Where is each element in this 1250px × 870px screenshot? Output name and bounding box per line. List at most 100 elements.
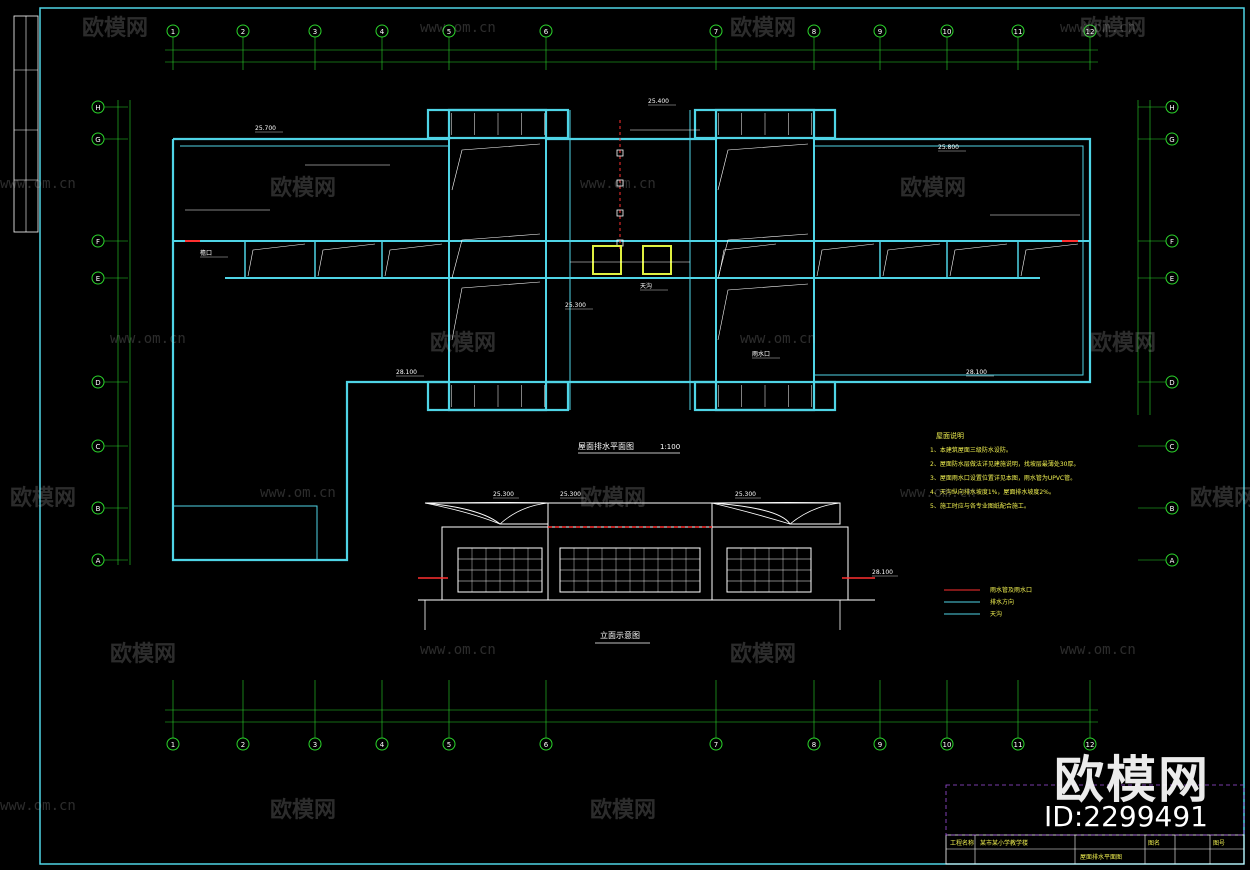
elevation-label: 25.300 xyxy=(560,491,581,498)
plan-label: 25.700 xyxy=(255,125,276,132)
watermark-logo: 欧模网 xyxy=(110,642,177,667)
slope-line xyxy=(717,143,809,191)
watermark-url: www.om.cn xyxy=(580,176,656,192)
watermark-logo: 欧模网 xyxy=(730,16,797,41)
axis-label: 2 xyxy=(241,741,245,749)
elevation-title: 立面示意图 xyxy=(600,630,640,640)
elev-roof xyxy=(424,502,549,525)
parapet xyxy=(814,145,1084,376)
watermark-url: www.om.cn xyxy=(1060,642,1136,658)
watermark-logo: 欧模网 xyxy=(900,176,967,201)
watermark-logo: 欧模网 xyxy=(270,798,337,823)
titleblock-label: 图号 xyxy=(1213,840,1225,847)
plan-label: 天沟 xyxy=(640,282,652,290)
watermark-url: www.om.cn xyxy=(0,798,76,814)
notes-block: 屋面说明 1、本建筑屋面三级防水设防。 2、屋面防水层做法详见建施说明，找坡层最薄处… xyxy=(930,431,1079,618)
watermark-url: www.om.cn xyxy=(420,642,496,658)
axis-label: 2 xyxy=(241,28,245,36)
roof-box xyxy=(426,380,570,412)
slope-line xyxy=(1020,243,1079,277)
watermark-url: www.om.cn xyxy=(110,331,186,347)
column-box xyxy=(642,245,672,275)
notes-title: 屋面说明 xyxy=(936,431,964,440)
watermark-url: www.om.cn xyxy=(420,20,496,36)
title-block: 工程名称某市某小学教学楼图名屋面排水平面图图号 xyxy=(945,784,1245,865)
watermark-id: ID:2299491 xyxy=(1044,800,1208,833)
axis-label: 11 xyxy=(1014,28,1023,36)
plan-label: 25.800 xyxy=(938,144,959,151)
axis-label: E xyxy=(96,275,100,283)
plan-title: 屋面排水平面图 xyxy=(578,441,634,451)
slope-line xyxy=(317,243,376,277)
roof-box xyxy=(693,108,837,140)
plan-label: 25.400 xyxy=(648,98,669,105)
axis-label: E xyxy=(1170,275,1174,283)
elev-roof-line xyxy=(424,502,841,504)
axis-label: 5 xyxy=(447,741,451,749)
roof-box xyxy=(693,380,837,412)
axis-label: D xyxy=(1169,379,1174,387)
axis-label: B xyxy=(1170,505,1175,513)
titleblock-value: 屋面排水平面图 xyxy=(1080,853,1122,861)
slope-line xyxy=(882,243,941,277)
titleblock-label: 图名 xyxy=(1148,839,1160,847)
watermark-logo: 欧模网 xyxy=(10,486,77,511)
plan-label: 檐口 xyxy=(200,249,212,257)
slope-line xyxy=(717,233,809,279)
axis-label: F xyxy=(1170,238,1174,246)
axis-label: 6 xyxy=(544,741,549,749)
sheet-frame xyxy=(39,7,1245,865)
elevation-label: 25.300 xyxy=(735,491,756,498)
plan-label: 28.100 xyxy=(966,369,987,376)
axis-label: 9 xyxy=(878,741,882,749)
watermark-url: www.om.cn xyxy=(1060,20,1136,36)
axis-label: C xyxy=(1170,443,1175,451)
drain-point xyxy=(616,209,624,217)
roof-box xyxy=(426,108,570,140)
watermark-brand-large: 欧模网 xyxy=(1054,751,1210,809)
legend-label: 排水方向 xyxy=(990,598,1014,606)
axis-label: 10 xyxy=(943,28,952,36)
slope-line xyxy=(384,243,443,277)
axis-label: 4 xyxy=(380,28,385,36)
watermark-url: www.om.cn xyxy=(260,485,336,501)
watermark-logo: 欧模网 xyxy=(82,16,149,41)
axis-label: D xyxy=(95,379,100,387)
watermark-url: www.om.cn xyxy=(0,176,76,192)
axis-label: 12 xyxy=(1086,741,1095,749)
watermark-logo: 欧模网 xyxy=(1190,486,1250,511)
titleblock-label: 工程名称 xyxy=(950,839,974,847)
axis-label: G xyxy=(1169,136,1174,144)
column-box xyxy=(592,245,622,275)
axis-label: 6 xyxy=(544,28,549,36)
watermark-url: www.om.cn xyxy=(740,331,816,347)
plan-label: 25.300 xyxy=(565,302,586,309)
note-line: 2、屋面防水层做法详见建施说明，找坡层最薄处30厚。 xyxy=(930,460,1079,468)
slope-line xyxy=(451,143,541,191)
watermark-url: www.om.cn xyxy=(900,485,976,501)
watermark-logo: 欧模网 xyxy=(590,798,657,823)
elevation-label: 25.300 xyxy=(493,491,514,498)
axis-label: 8 xyxy=(812,741,816,749)
axis-label: 5 xyxy=(447,28,451,36)
slope-line xyxy=(247,243,306,277)
note-line: 5、施工时应与各专业图纸配合施工。 xyxy=(930,502,1030,510)
elev-eave xyxy=(711,502,841,525)
slope-line xyxy=(451,233,541,279)
slope-line xyxy=(451,281,541,341)
axis-label: F xyxy=(96,238,100,246)
drain-point xyxy=(616,149,624,157)
plan-label: 雨水口 xyxy=(752,350,770,358)
note-line: 1、本建筑屋面三级防水设防。 xyxy=(930,446,1012,454)
legend-label: 天沟 xyxy=(990,610,1002,618)
axis-label: H xyxy=(1169,104,1174,112)
axis-label: B xyxy=(96,505,101,513)
axis-label: 7 xyxy=(714,28,718,36)
axis-label: A xyxy=(1170,557,1175,565)
roof-segment xyxy=(172,505,318,561)
watermark-logo: 欧模网 xyxy=(580,486,647,511)
